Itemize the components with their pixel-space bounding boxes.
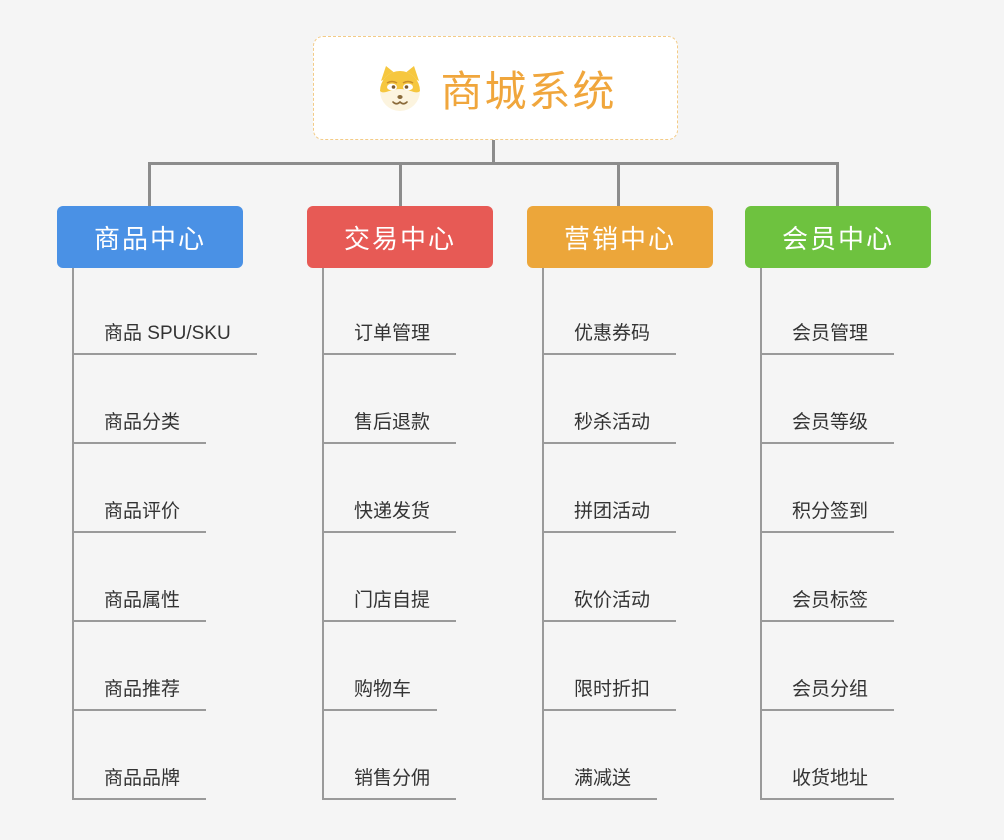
leaf-node[interactable]: 门店自提 [322,576,457,622]
leaf-node[interactable]: 限时折扣 [542,665,677,711]
leaf-node[interactable]: 拼团活动 [542,487,677,533]
leaf-node[interactable]: 积分签到 [760,487,895,533]
root-node[interactable]: 商城系统 [313,36,678,140]
connector-bus [148,162,839,165]
leaf-node[interactable]: 快递发货 [322,487,457,533]
leaf-node[interactable]: 会员等级 [760,398,895,444]
dog-face-icon [374,63,426,113]
leaf-node[interactable]: 购物车 [322,665,438,711]
connector-drop [148,162,151,206]
leaf-node[interactable]: 商品 SPU/SKU [72,309,257,355]
branch-node-product-center[interactable]: 商品中心 [57,206,243,268]
leaf-node[interactable]: 会员标签 [760,576,895,622]
branch-node-trade-center[interactable]: 交易中心 [307,206,493,268]
leaf-node[interactable]: 收货地址 [760,754,895,800]
connector-drop [399,162,402,206]
leaf-node[interactable]: 优惠券码 [542,309,677,355]
leaf-node[interactable]: 秒杀活动 [542,398,677,444]
leaf-node[interactable]: 商品评价 [72,487,207,533]
leaf-node[interactable]: 商品分类 [72,398,207,444]
leaf-node[interactable]: 会员管理 [760,309,895,355]
leaf-node[interactable]: 订单管理 [322,309,457,355]
leaf-node[interactable]: 销售分佣 [322,754,457,800]
leaf-node[interactable]: 商品品牌 [72,754,207,800]
root-title: 商城系统 [440,67,617,115]
branch-trunk-line [322,268,324,800]
branch-node-marketing-center[interactable]: 营销中心 [527,206,713,268]
leaf-node[interactable]: 商品属性 [72,576,207,622]
branch-node-member-center[interactable]: 会员中心 [745,206,931,268]
connector-drop [836,162,839,206]
leaf-node[interactable]: 砍价活动 [542,576,677,622]
leaf-node[interactable]: 商品推荐 [72,665,207,711]
connector-drop [617,162,620,206]
leaf-node[interactable]: 满减送 [542,754,658,800]
branch-trunk-line [760,268,762,800]
leaf-node[interactable]: 售后退款 [322,398,457,444]
branch-trunk-line [72,268,74,800]
branch-trunk-line [542,268,544,800]
leaf-node[interactable]: 会员分组 [760,665,895,711]
connector-root-stub [492,140,495,163]
